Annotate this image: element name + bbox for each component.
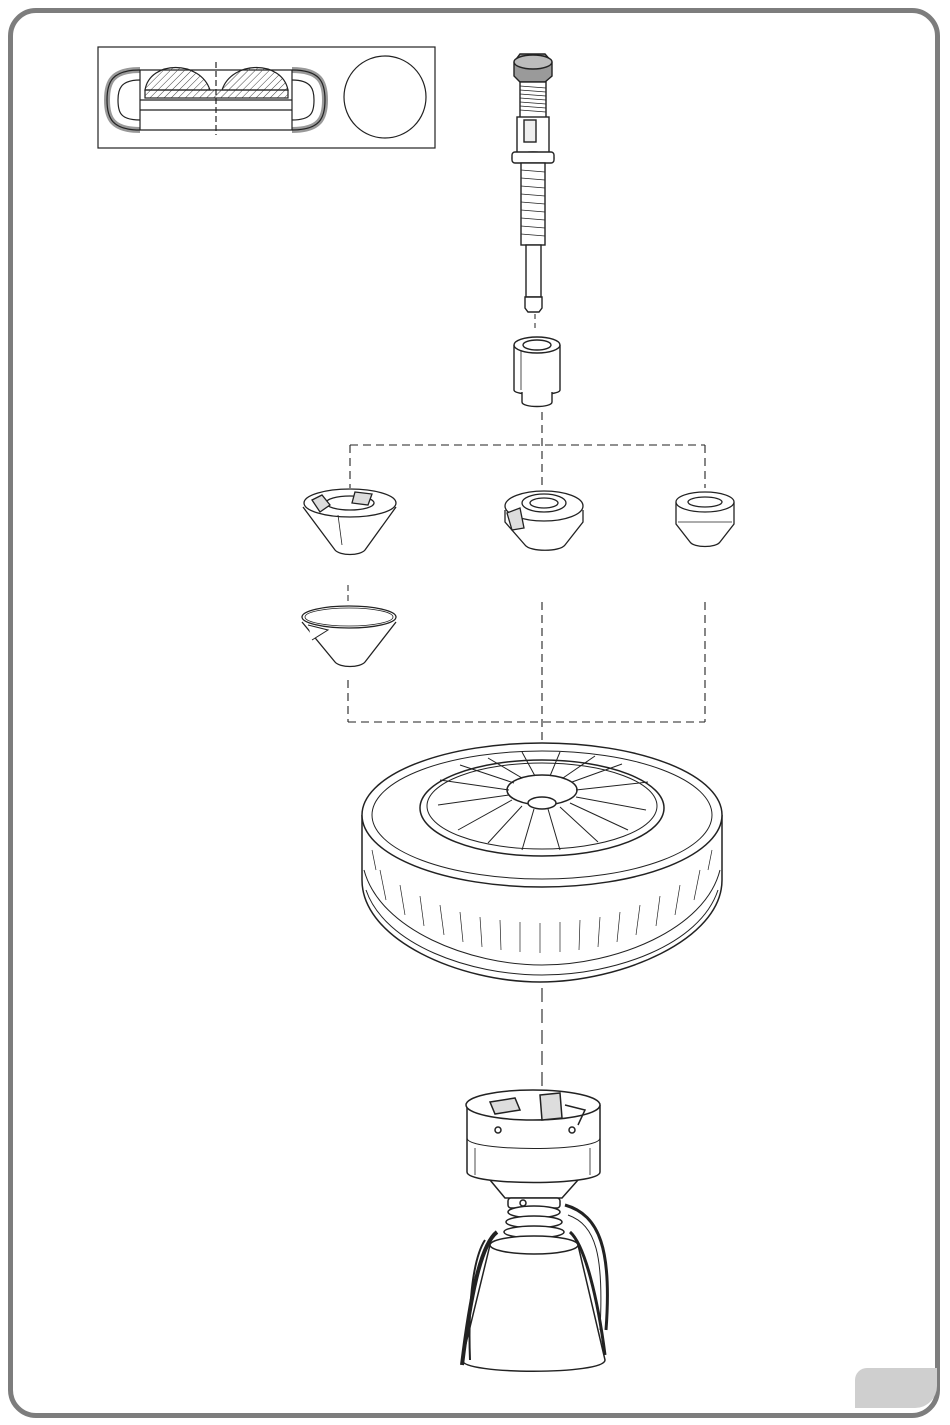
wheel bbox=[362, 743, 722, 982]
rim-section-inset bbox=[98, 47, 435, 148]
balancer-hub bbox=[462, 1090, 607, 1371]
cone-small-slotted bbox=[303, 489, 396, 555]
cone-large-slotted bbox=[302, 606, 396, 667]
threaded-shaft bbox=[512, 54, 554, 312]
cone-ring bbox=[676, 492, 734, 547]
sleeve bbox=[514, 337, 560, 407]
connector-top bbox=[350, 412, 705, 488]
connector-bottom bbox=[348, 602, 705, 740]
cone-medium bbox=[505, 491, 583, 550]
